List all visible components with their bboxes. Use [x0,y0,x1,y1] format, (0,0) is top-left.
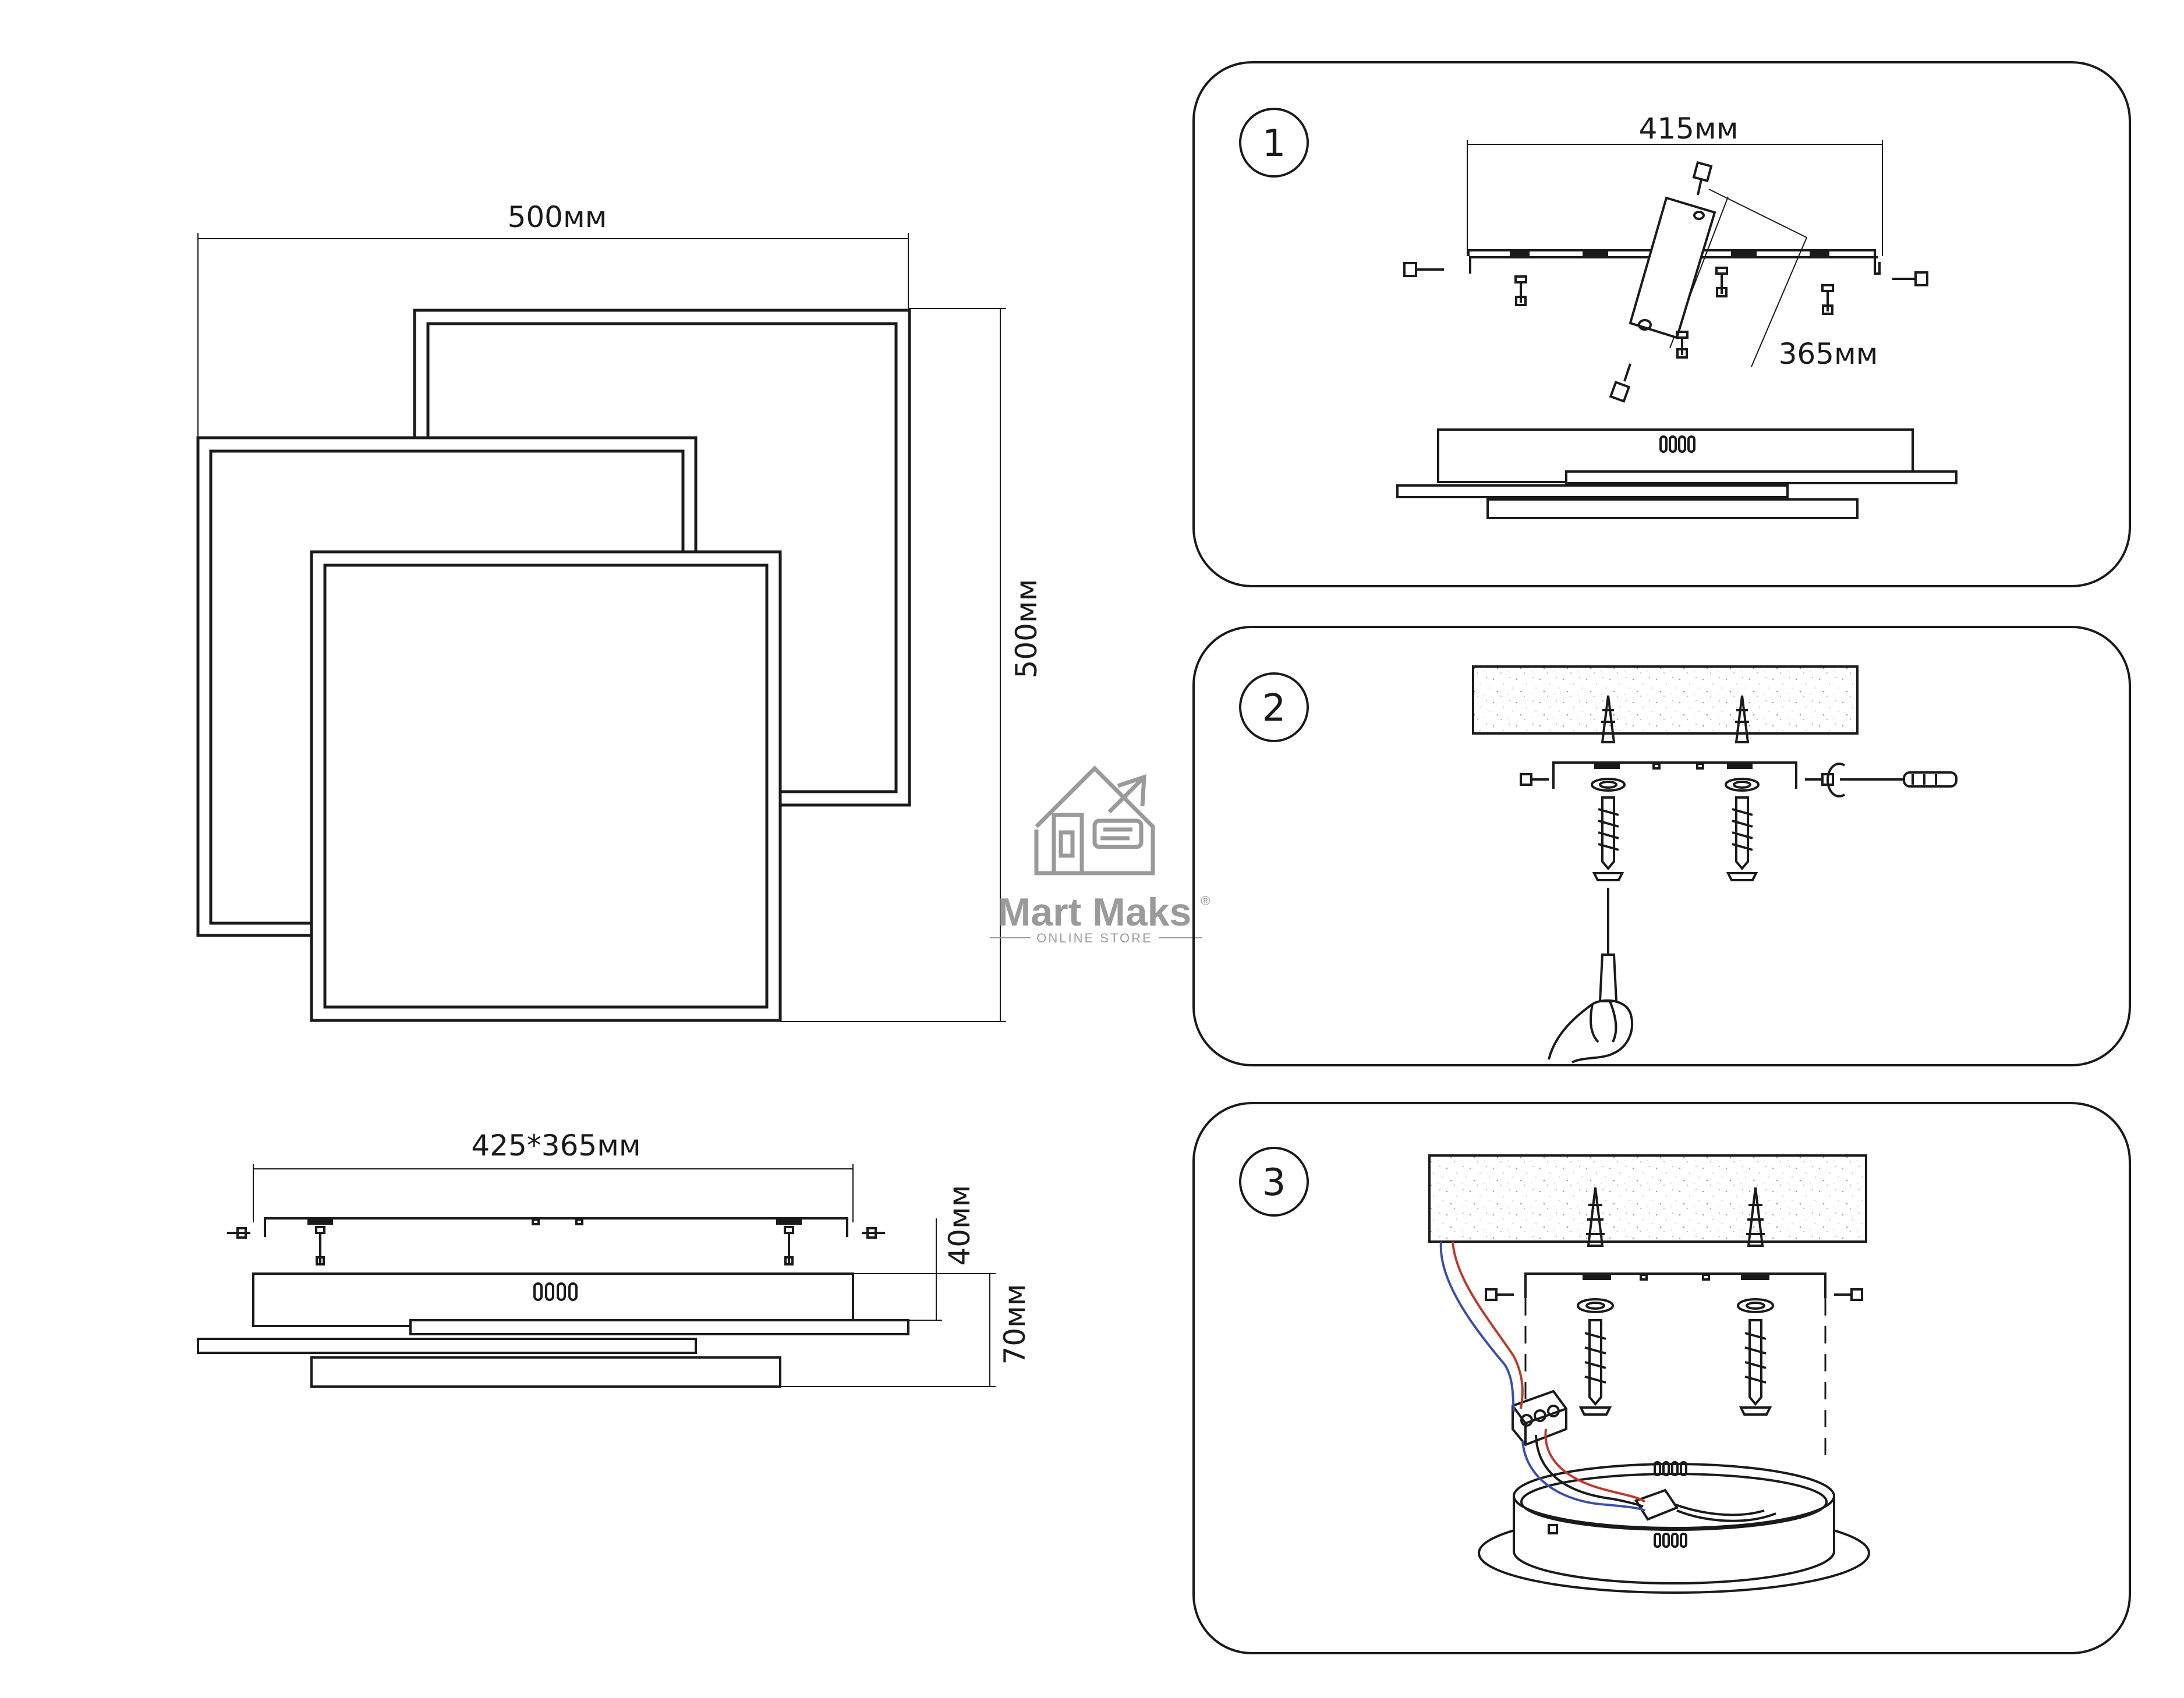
step-1-dimension-a: 415мм [1639,112,1739,146]
step-1-screws [1403,161,1928,403]
step-2-bracket [1552,761,1797,789]
side-view-total-height-label: 70мм [998,1284,1032,1364]
watermark-brand: Mart Maks [998,890,1192,934]
watermark-registered: ® [1201,894,1212,908]
step-3-ceiling [1428,1154,1867,1243]
mounting-bracket [264,1217,848,1237]
step-3-dowels [1586,1187,1765,1247]
plate-bottom [310,1356,781,1388]
top-view [196,233,1006,1022]
step-2-ceiling [1472,665,1859,735]
step-3-terminal-block [1512,1389,1567,1447]
step-3-wires [1439,1241,1776,1522]
plate-top-right [409,1319,909,1335]
step-1-number: 1 [1262,122,1286,165]
side-view-width-label: 425*365мм [471,1129,640,1162]
top-view-width-dimension [197,233,909,442]
step-1-dimension-415 [1467,140,1883,256]
step-2-hand-screwdriver [1548,888,1634,1064]
side-view-mount-height-label: 40мм [943,1185,976,1265]
step-3-number: 3 [1262,1161,1286,1204]
step-3-lamp-drum [1478,1461,1870,1594]
side-view-height-dimension [780,1218,996,1387]
vent-slots [533,1282,578,1301]
step-2-dowels [1600,695,1750,743]
step-2-badge [1239,672,1309,742]
lamp-body [252,1272,854,1327]
step-2-screwdriver-side [1826,763,1958,797]
watermark-logo [1034,765,1155,875]
top-view-height-dimension [780,308,1006,1022]
plate-middle [197,1338,697,1354]
side-screw-left [227,1227,250,1239]
step-3-bracket [1524,1272,1827,1298]
top-view-height-label: 500мм [1010,579,1043,679]
step-2-screws [1592,796,1758,881]
step-3-badge [1239,1147,1309,1217]
side-screw-right [862,1227,885,1239]
side-view-width-dimension [253,1164,854,1222]
bracket-screw-left [315,1226,325,1265]
step-3-panel [1192,1102,2131,1654]
step-1-dimension-b: 365мм [1779,337,1878,371]
watermark-tagline: ONLINE STORE [1036,931,1152,945]
top-view-width-label: 500мм [508,200,607,234]
frame-front [310,550,782,1022]
step-1-panel [1192,61,2131,587]
step-1-cross-bracket [1467,249,1881,275]
bracket-screw-right [784,1226,794,1265]
step-2-number: 2 [1262,687,1286,730]
step-3-screws [1578,1319,1772,1416]
step-1-badge [1239,108,1309,178]
side-view [197,1164,996,1388]
step-2-panel [1192,626,2131,1066]
